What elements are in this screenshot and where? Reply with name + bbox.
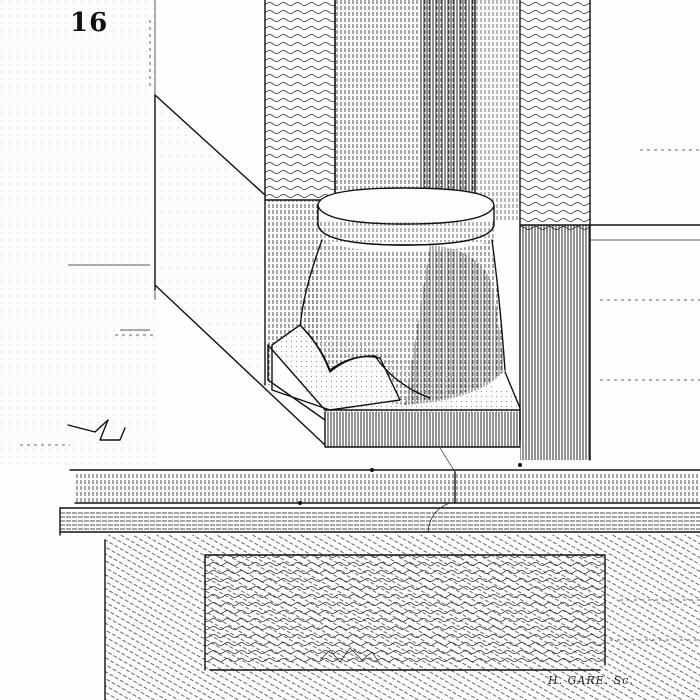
engraver-signature: H. GARE. Sc.: [548, 674, 634, 687]
column-torus-ring: [317, 187, 495, 246]
pier-right: [470, 0, 591, 231]
square-plinth: [267, 325, 521, 448]
plinth-ledge: [154, 94, 326, 446]
pier-lower-block: [264, 199, 700, 461]
left-wall: [0, 0, 156, 470]
column-shaft: [334, 0, 476, 200]
floor-cornice: [59, 447, 700, 536]
lower-wall: [104, 535, 700, 700]
figure-number: 16: [70, 8, 109, 38]
hand-drawn-arrow-icon: [67, 419, 126, 441]
pier-left: [264, 0, 336, 386]
construction-lines: [20, 20, 700, 446]
